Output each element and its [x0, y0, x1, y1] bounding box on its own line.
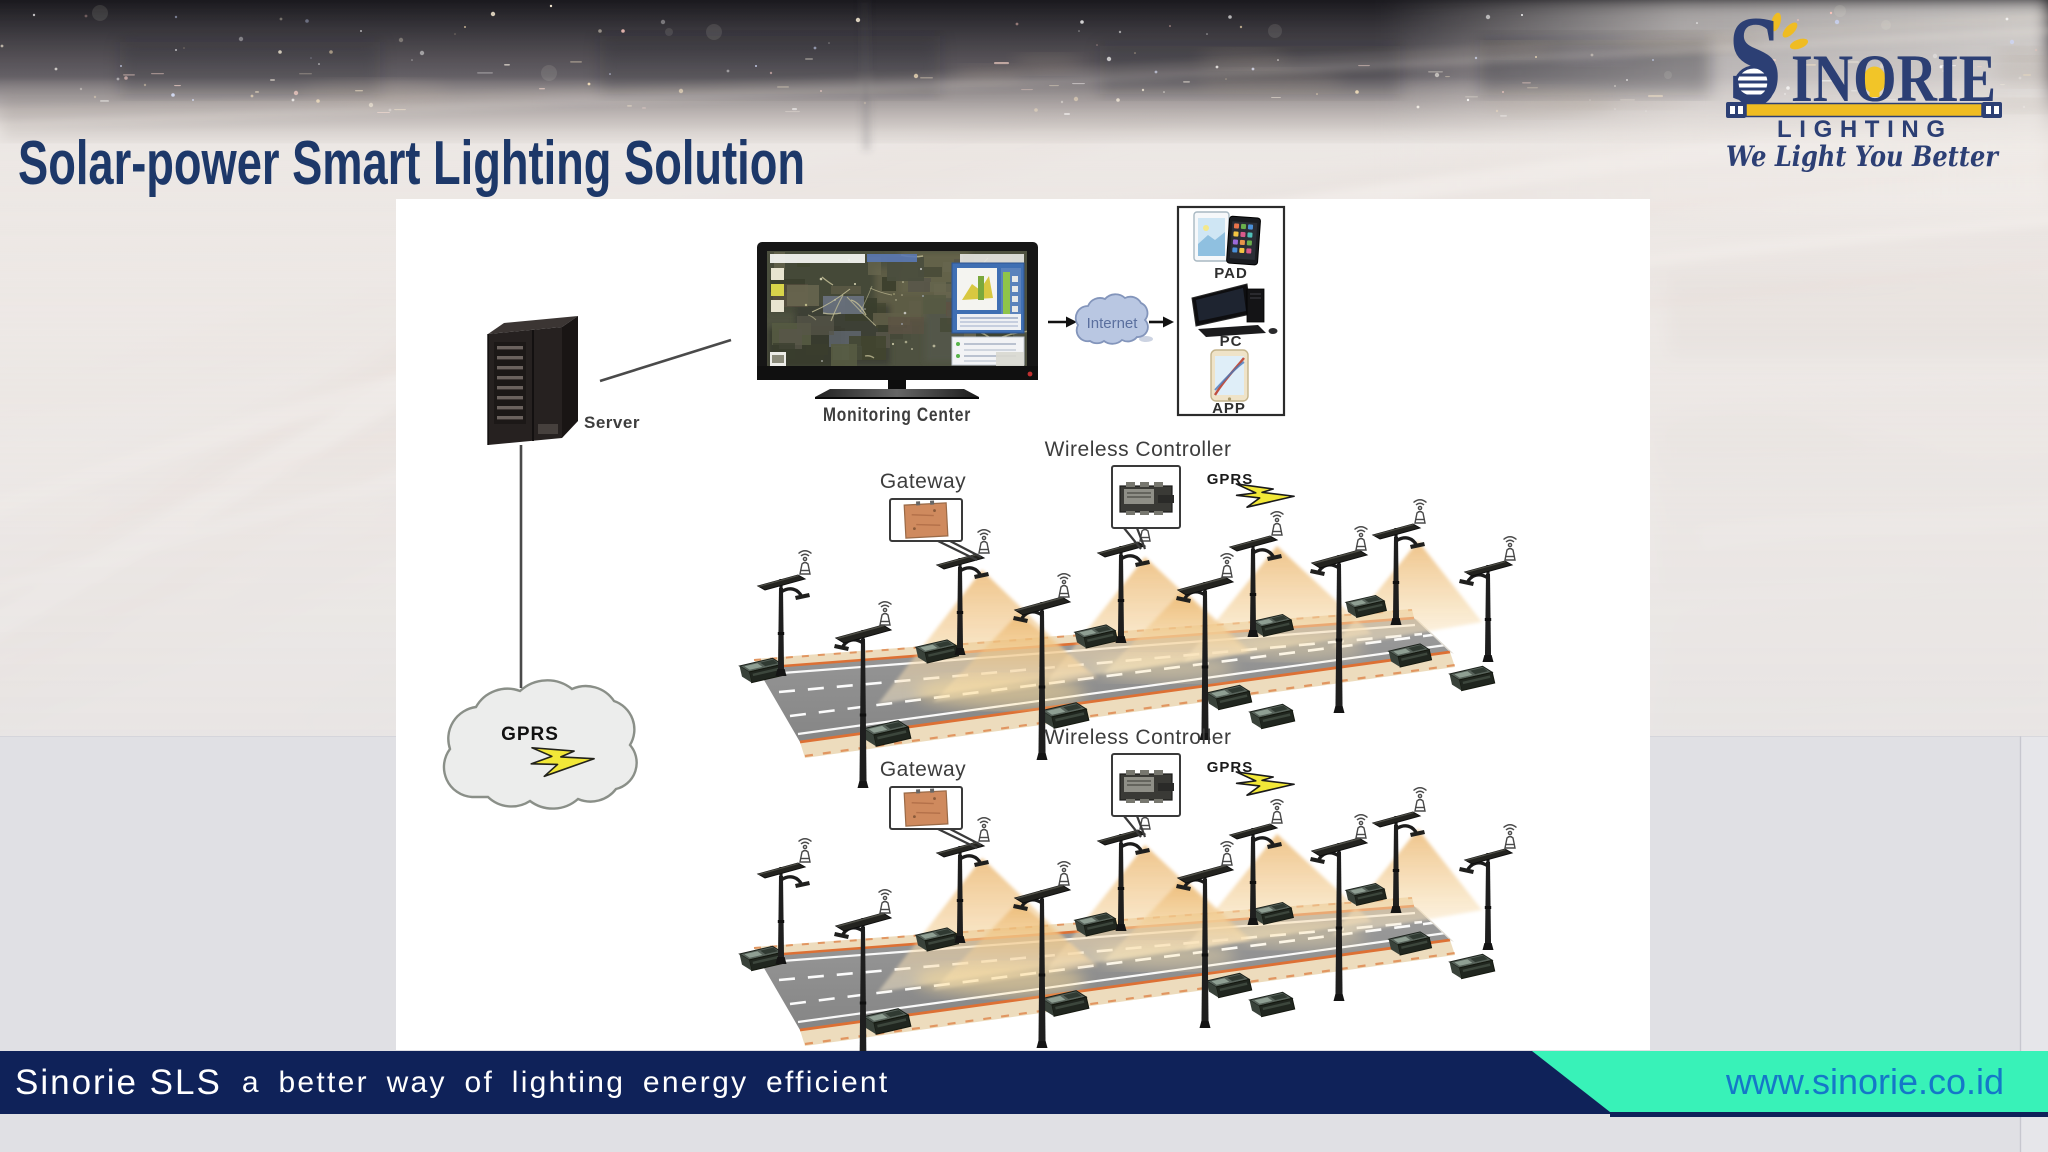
footer-teal-band — [1532, 1051, 2048, 1112]
gprs-cloud — [442, 679, 638, 810]
wireless-controller-device-icon — [1119, 482, 1174, 515]
light-cone — [1332, 829, 1482, 936]
gprs-cloud-bolt-icon — [530, 746, 595, 778]
gateway-device-icon — [903, 500, 949, 539]
logo-o-bulb-base — [1869, 92, 1880, 97]
gateway-callout-tail — [937, 540, 982, 561]
gprs-label-1: GPRS — [1206, 471, 1254, 488]
wireless-controller-label-1: Wireless Controller — [1044, 438, 1232, 461]
footer-brand: Sinorie SLS — [15, 1062, 222, 1102]
gprs-bolt-icon — [1235, 483, 1295, 508]
gprs-cloud-label: GPRS — [501, 724, 559, 745]
server-icon — [487, 316, 578, 445]
pc-label: PC — [1219, 333, 1243, 350]
pc-icon — [1191, 283, 1278, 337]
gprs-bolt-icon — [1235, 771, 1295, 796]
footer-website: www.sinorie.co.id — [1725, 1060, 2005, 1102]
logo-subtitle: LIGHTING — [1777, 116, 1953, 143]
light-cone — [1103, 878, 1252, 962]
gateway-label-1: Gateway — [879, 470, 967, 493]
screen-dashboard-panel — [951, 262, 1025, 334]
app-icon — [1210, 349, 1249, 402]
gateway-callout-tail — [937, 828, 982, 849]
light-cone — [1332, 541, 1482, 648]
internet-flow — [1048, 293, 1174, 345]
footer-underline — [1610, 1112, 2048, 1117]
monitoring-center-icon — [757, 242, 1038, 399]
gateway-label-2: Gateway — [879, 758, 967, 781]
wireless-controller-callout-tail — [1123, 527, 1147, 550]
gateway-device-icon — [903, 788, 949, 827]
monitoring-center-label: Monitoring Center — [823, 405, 972, 426]
pad-icon — [1193, 211, 1261, 266]
logo-bulb-icon — [1733, 12, 1809, 107]
light-cone — [1103, 590, 1252, 674]
app-label: APP — [1212, 400, 1246, 417]
road-scene-2 — [739, 753, 1519, 1078]
gprs-label-2: GPRS — [1206, 759, 1254, 776]
devices-box — [1176, 205, 1286, 417]
internet-cloud — [1074, 293, 1153, 345]
slide-title: Solar-power Smart Lighting Solution — [18, 129, 806, 198]
wireless-controller-device-icon — [1119, 770, 1174, 803]
logo-rays-icon — [1770, 12, 1809, 50]
internet-label: Internet — [1086, 315, 1138, 332]
footer-left: Sinorie SLS a better way of lighting ene… — [15, 1051, 890, 1114]
wireless-controller-label-2: Wireless Controller — [1044, 726, 1232, 749]
server-label: Server — [584, 413, 640, 432]
logo-tube-icon — [1726, 102, 2002, 118]
server-monitor-line — [599, 338, 732, 383]
logo-tagline: We Light You Better — [1726, 140, 2000, 173]
logo-o-bulb-icon — [1863, 66, 1886, 94]
road-scene-1 — [739, 465, 1519, 790]
wireless-controller-callout-tail — [1123, 815, 1147, 838]
pad-label: PAD — [1214, 265, 1248, 282]
footer-tagline: a better way of lighting energy efficien… — [241, 1065, 890, 1099]
